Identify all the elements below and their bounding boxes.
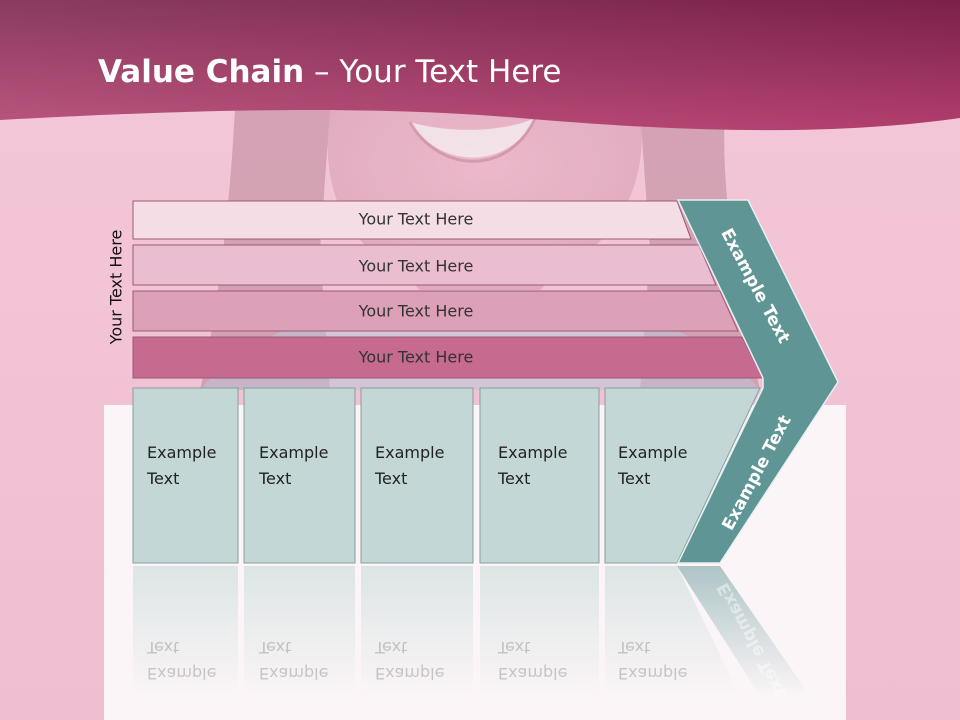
box-3-label: Example Text — [375, 443, 445, 488]
box-1 — [132, 387, 239, 564]
box-1-label: Example Text — [147, 443, 217, 488]
box-3-reflection: Example Text — [375, 638, 445, 683]
box-2-label: Example Text — [259, 443, 329, 488]
row-3 — [132, 290, 739, 332]
box-5 — [604, 387, 761, 564]
box-3 — [360, 387, 474, 564]
header-band — [0, 0, 960, 131]
box-4 — [479, 387, 600, 564]
chevron-arrow — [676, 199, 839, 564]
box-2-reflection: Example Text — [259, 638, 329, 683]
box-5-reflection: Example Text — [618, 638, 688, 683]
title-rest: – Your Text Here — [304, 54, 562, 90]
box-4-label: Example Text — [498, 443, 568, 488]
row-2-label: Your Text Here — [358, 256, 474, 276]
title-bold: Value Chain — [98, 54, 305, 90]
box-1-reflection: Example Text — [147, 638, 217, 683]
row-2 — [132, 244, 717, 286]
box-4-reflection: Example Text — [498, 638, 568, 683]
row-1 — [132, 200, 692, 240]
box-5-label: Example Text — [618, 443, 688, 488]
page-title: Value Chain – Your Text Here — [98, 54, 561, 90]
box-2 — [243, 387, 356, 564]
row-1-label: Your Text Here — [358, 209, 474, 229]
row-3-label: Your Text Here — [358, 301, 474, 321]
row-4-label: Your Text Here — [358, 347, 474, 367]
